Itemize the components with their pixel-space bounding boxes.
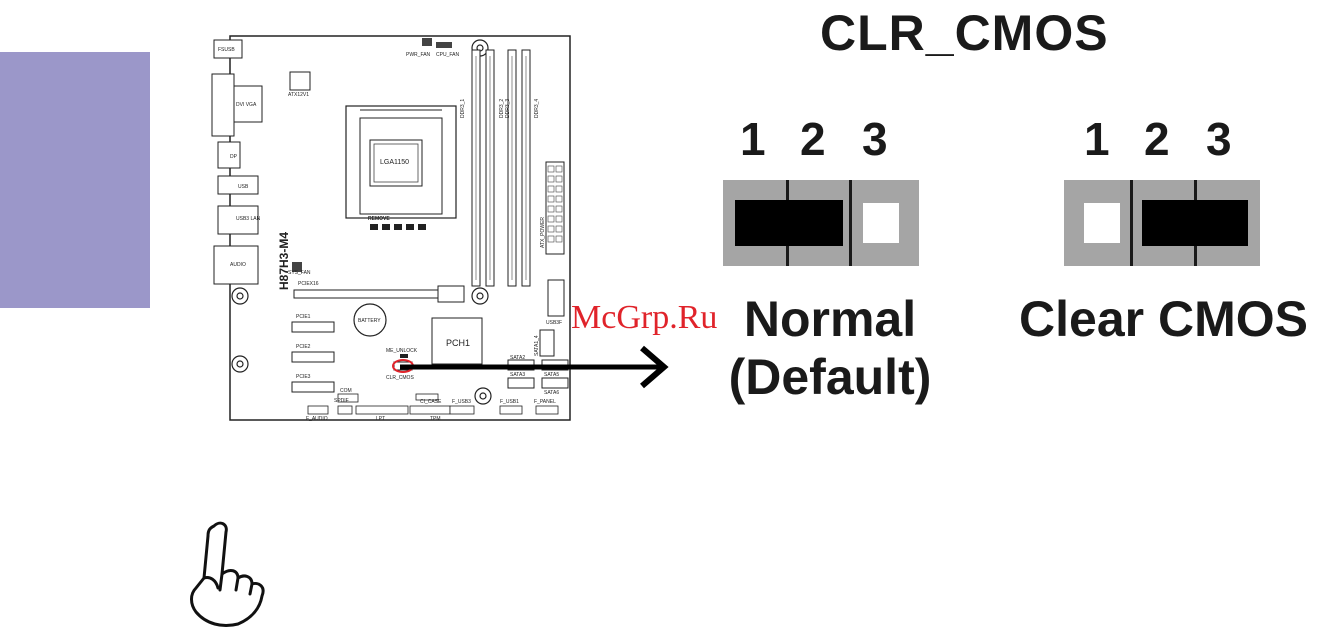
pin-number-1: 1 xyxy=(1084,113,1110,165)
board-label-spdif: SPDIF xyxy=(334,398,349,404)
board-pch-label: PCH1 xyxy=(446,338,470,348)
board-label-atx-power: ATX_POWER xyxy=(540,217,546,248)
jumper-cap-2-3 xyxy=(1142,200,1248,246)
board-battery-label: BATTERY xyxy=(358,318,381,324)
pin-numbers-normal: 1 2 3 xyxy=(740,112,930,168)
label-normal-line1: Normal xyxy=(743,291,917,347)
jumper-clear-cmos xyxy=(1064,180,1260,266)
jumper-normal xyxy=(723,180,919,266)
board-label-pcie3: PCIE3 xyxy=(296,374,311,380)
board-label-com: COM xyxy=(340,388,352,394)
board-label-cpu-fan: CPU_FAN xyxy=(436,52,459,58)
board-label-dp: DP xyxy=(230,154,238,160)
board-label-dvi-vga: DVI VGA xyxy=(236,102,257,108)
pin-number-2: 2 xyxy=(800,113,826,165)
board-label-clr-cmos: CLR_CMOS xyxy=(386,375,414,381)
page-title: CLR_CMOS xyxy=(820,5,1109,61)
board-label-lpt: LPT xyxy=(376,416,385,422)
board-label-sata1-4: SATA1_4 xyxy=(534,335,540,356)
label-clear-cmos-line1: Clear CMOS xyxy=(1019,291,1308,347)
label-normal-line2: (Default) xyxy=(728,349,932,405)
board-label-tpm: TPM xyxy=(430,416,441,422)
board-label-fsusb: FSUSB xyxy=(218,47,235,53)
open-pin-3 xyxy=(863,203,899,243)
watermark: McGrp.Ru xyxy=(571,299,718,336)
board-label-ci-case: CI_CASE xyxy=(420,399,442,405)
pointer-arrow xyxy=(400,345,669,389)
board-label-f-usb3: F_USB3 xyxy=(452,399,471,405)
label-normal: Normal (Default) xyxy=(700,290,960,406)
board-label-pciex16: PCIEX16 xyxy=(298,281,319,287)
board-label-audio: AUDIO xyxy=(230,262,246,268)
jumper-cap-1-2 xyxy=(735,200,843,246)
board-label-ddr3-2: DDR3_2 xyxy=(499,99,505,118)
board-label-me-unlock: ME_UNLOCK xyxy=(386,348,418,354)
open-pin-1 xyxy=(1084,203,1120,243)
pin-number-3: 3 xyxy=(862,113,888,165)
pointing-hand-icon xyxy=(190,521,265,627)
board-label-atx12v: ATX12V1 xyxy=(288,92,309,98)
pin-number-2: 2 xyxy=(1144,113,1170,165)
board-label-usb: USB xyxy=(238,184,249,190)
pin-number-3: 3 xyxy=(1206,113,1232,165)
board-label-usb3-lan: USB3 LAN xyxy=(236,216,261,222)
board-label-sata2: SATA2 xyxy=(510,355,525,361)
board-label-ddr3-1: DDR3_1 xyxy=(460,99,466,118)
board-label-f-usb1: F_USB1 xyxy=(500,399,519,405)
board-label-pwr-fan: PWR_FAN xyxy=(406,52,431,58)
pin-separator xyxy=(849,180,852,266)
pin-numbers-clear: 1 2 3 xyxy=(1084,112,1274,168)
label-clear-cmos: Clear CMOS xyxy=(1000,290,1327,348)
board-label-sys-fan: SYS_FAN xyxy=(288,270,311,276)
board-label-pcie1: PCIE1 xyxy=(296,314,311,320)
board-label-sata3: SATA3 xyxy=(510,372,525,378)
board-label-ddr3-3: DDR3_3 xyxy=(505,99,511,118)
board-cpu-socket-label: LGA1150 xyxy=(380,159,409,166)
board-label-f-panel: F_PANEL xyxy=(534,399,556,405)
board-label-usb3f: USB3F xyxy=(546,320,562,326)
section-side-tab xyxy=(0,52,150,308)
pin-separator xyxy=(1130,180,1133,266)
pin-number-1: 1 xyxy=(740,113,766,165)
board-label-sata6: SATA6 xyxy=(544,390,559,396)
board-label-ddr3-4: DDR3_4 xyxy=(534,99,540,118)
board-cpu-remove-label: REMOVE xyxy=(368,216,390,222)
board-label-sata5: SATA5 xyxy=(544,372,559,378)
board-label-pcie2: PCIE2 xyxy=(296,344,311,350)
board-label-f-audio: F_AUDIO xyxy=(306,416,328,422)
board-model-label: H87H3-M4 xyxy=(277,232,291,290)
